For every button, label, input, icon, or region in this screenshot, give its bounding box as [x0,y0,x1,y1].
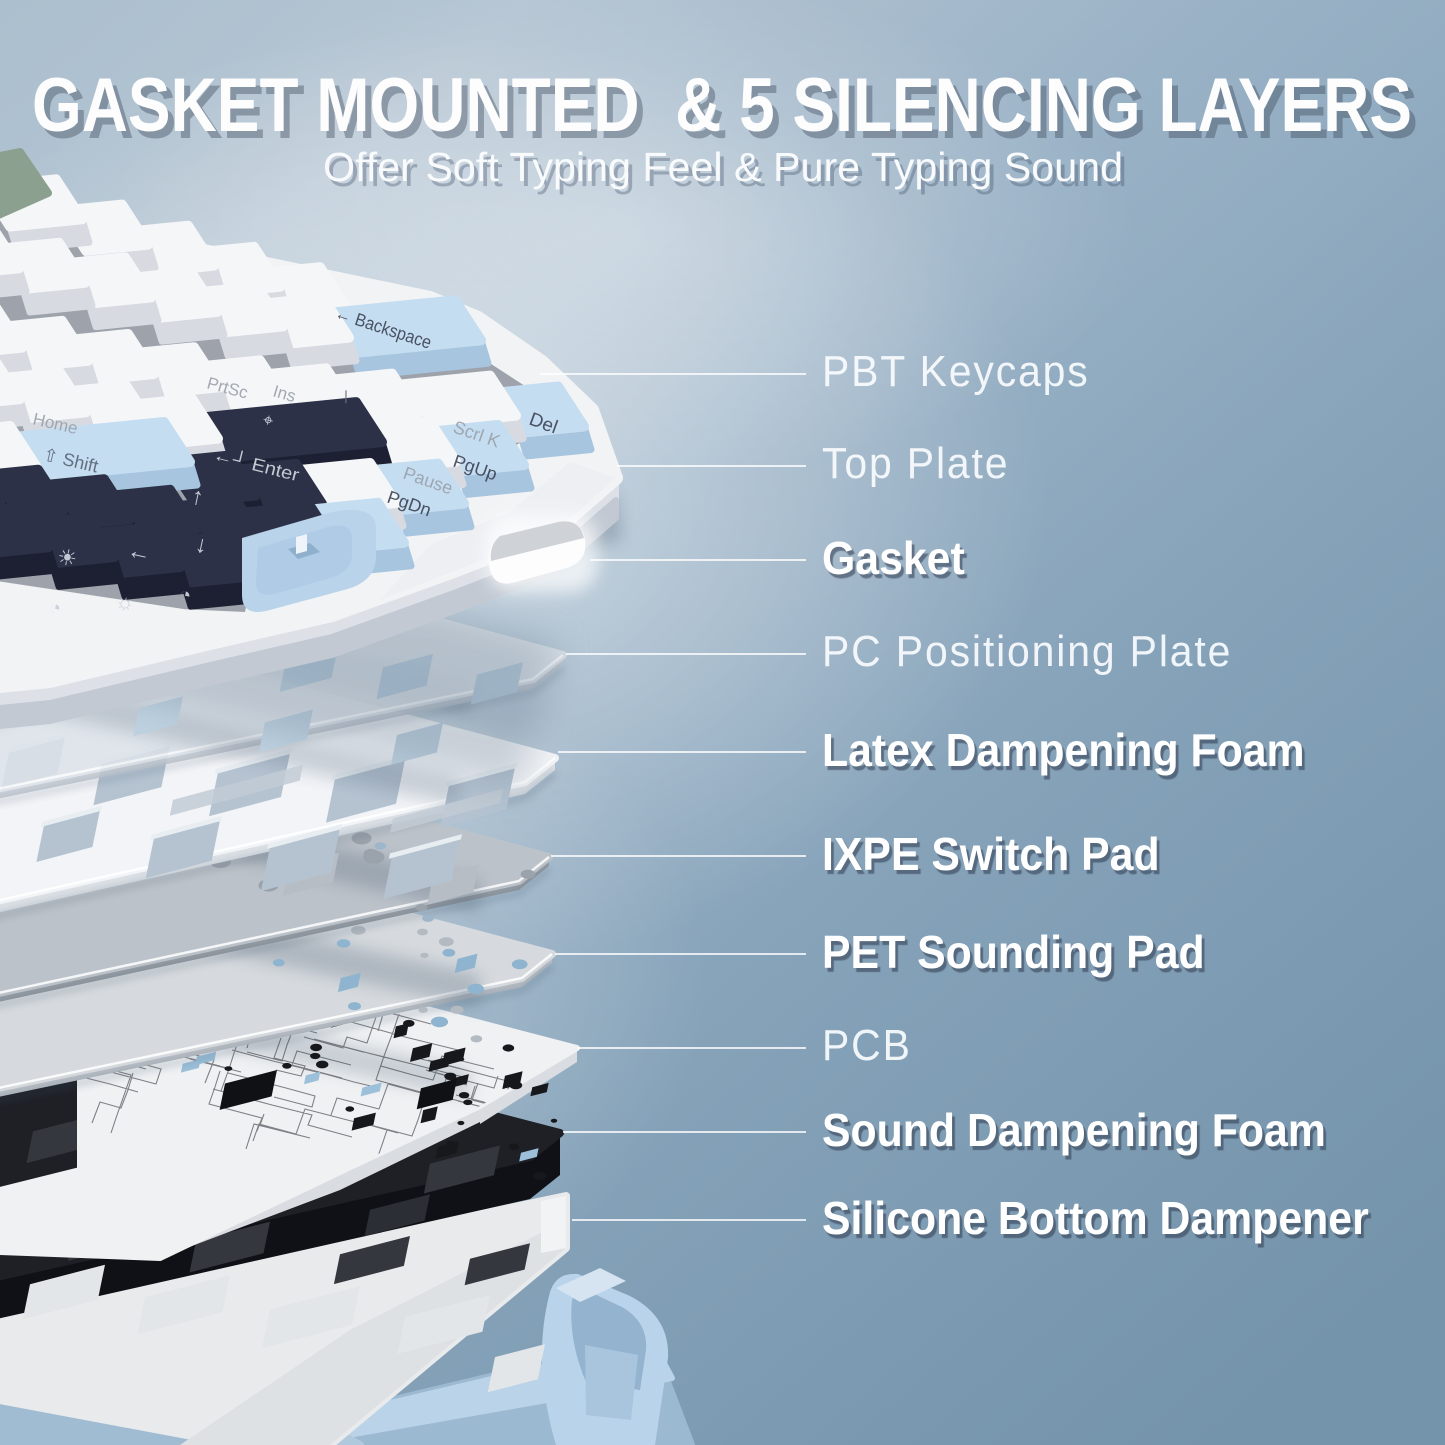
svg-text:\: \ [341,388,351,408]
svg-text:↑: ↑ [189,482,206,511]
svg-text:↓: ↓ [193,530,210,559]
svg-text:GASKET MOUNTED & 5 SILENCING: GASKET MOUNTED & 5 SILENCING LAYERS [32,63,1412,148]
svg-text:⌖: ⌖ [261,409,275,431]
svg-text:←: ← [125,536,154,567]
svg-text:Offer Soft Typing Feel & Pure: Offer Soft Typing Feel & Pure Typing Sou… [327,149,1127,195]
svg-text:◔: ◔ [177,583,193,607]
svg-text:◔: ◔ [47,596,63,620]
svg-text:GASKET MOUNTED & 5 SILENCING: GASKET MOUNTED & 5 SILENCING LAYERS [38,70,1418,155]
svg-text:Offer Soft Typing Feel & Pure: Offer Soft Typing Feel & Pure Typing Sou… [323,144,1123,190]
